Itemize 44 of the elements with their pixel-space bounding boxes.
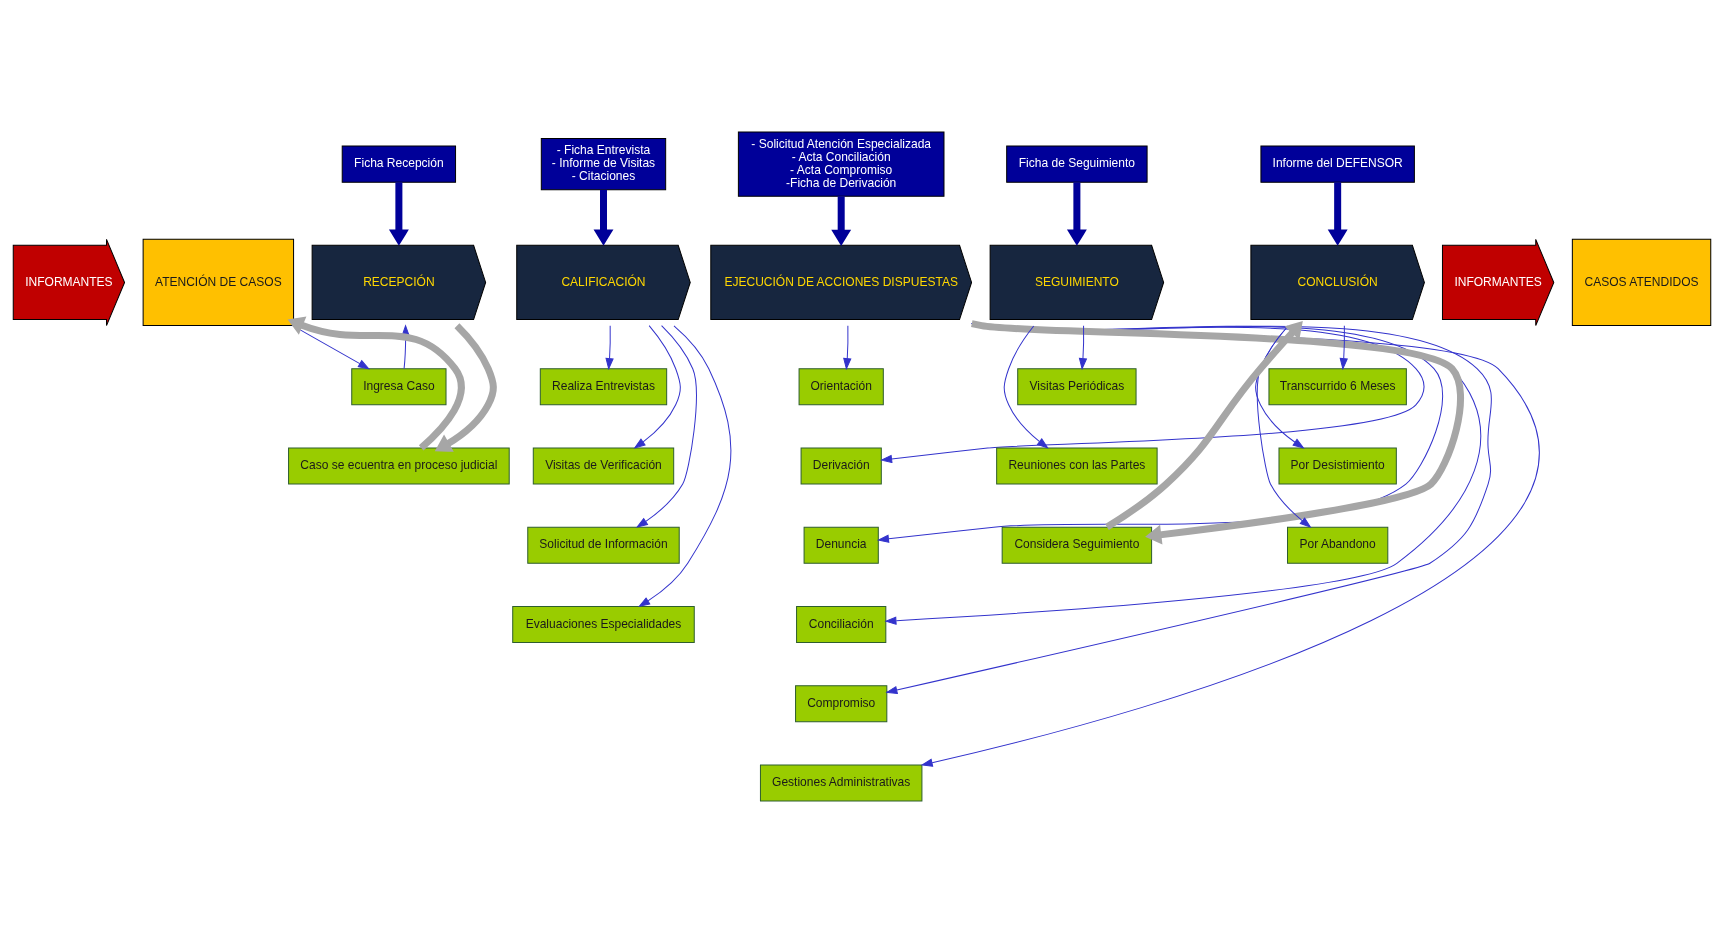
node-box: Ingresa Caso xyxy=(351,367,447,405)
node-box: Gestiones Administrativas xyxy=(759,763,923,801)
node-box: Reuniones con las Partes xyxy=(996,446,1158,485)
node-box: Informe del DEFENSOR xyxy=(1260,145,1415,183)
node-box: Realiza Entrevistas xyxy=(539,367,668,405)
arrow xyxy=(1105,320,1303,530)
node-box: Derivación xyxy=(800,446,882,485)
arrow xyxy=(971,319,1464,545)
arrow xyxy=(434,322,497,452)
node-box: Visitas de Verificación xyxy=(532,446,675,485)
node-box: Por Abandono xyxy=(1287,526,1389,564)
node-box: Considera Seguimiento xyxy=(1001,526,1153,564)
node-box: Por Desistimiento xyxy=(1278,446,1397,485)
node-box: Evaluaciones Especialidades xyxy=(512,605,695,643)
arrow xyxy=(605,324,614,369)
node-box: - Solicitud Atención Especializada - Acta Conciliación - Acta Compromiso -Ficha de Derivación xyxy=(737,131,945,197)
arrow xyxy=(843,324,852,369)
arrow xyxy=(1339,324,1348,369)
node-box: Solicitud de Información xyxy=(527,526,680,564)
node-box: Ficha Recepción xyxy=(341,145,457,183)
arrow xyxy=(1256,325,1311,527)
node-box: Ficha de Seguimiento xyxy=(1006,145,1148,183)
node-box: Denuncia xyxy=(803,526,879,564)
node-box: Transcurrido 6 Meses xyxy=(1268,367,1407,405)
arrow xyxy=(287,315,465,450)
arrow xyxy=(634,324,681,448)
arrow xyxy=(831,195,852,246)
node-box: Visitas Periódicas xyxy=(1017,367,1137,405)
node-box: ATENCIÓN DE CASOS xyxy=(142,238,295,326)
node-box: Conciliación xyxy=(796,605,887,643)
node-box: Compromiso xyxy=(795,684,888,722)
arrow xyxy=(1078,324,1087,369)
arrow xyxy=(1066,181,1087,246)
arrow xyxy=(593,189,614,246)
arrow xyxy=(638,324,732,607)
node-box: - Ficha Entrevista - Informe de Visitas - Citaciones xyxy=(540,137,667,190)
arrow xyxy=(886,322,1492,694)
arrow xyxy=(1003,324,1049,448)
arrow xyxy=(636,324,697,528)
arrow xyxy=(1327,181,1348,246)
node-box: Caso se ecuentra en proceso judicial xyxy=(288,446,510,485)
node-box: CASOS ATENDIDOS xyxy=(1571,238,1712,326)
arrow xyxy=(388,181,409,246)
node-box: Orientación xyxy=(798,367,884,405)
